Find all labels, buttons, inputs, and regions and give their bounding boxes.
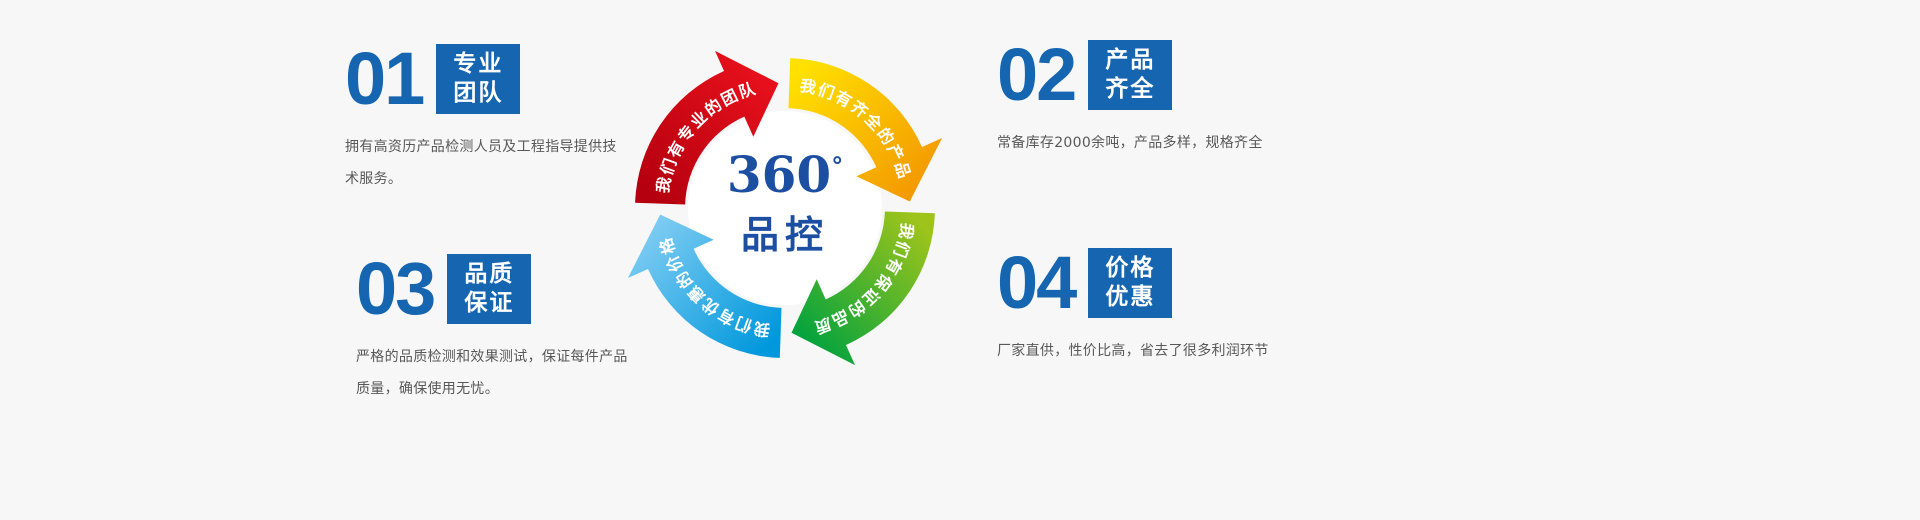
feature-block-03: 03 品质 保证 严格的品质检测和效果测试，保证每件产品质量，确保使用无忧。 xyxy=(356,252,638,405)
feature-description: 拥有高资历产品检测人员及工程指导提供技术服务。 xyxy=(345,139,617,187)
wheel-arrow-blue xyxy=(627,214,782,358)
feature-title-badge: 专业 团队 xyxy=(436,44,521,114)
feature-title-badge: 价格 优惠 xyxy=(1088,248,1173,318)
feature-header: 03 品质 保证 xyxy=(356,252,638,326)
degree-symbol: ° xyxy=(831,151,844,181)
feature-header: 04 价格 优惠 xyxy=(997,246,1269,320)
feature-title-badge: 品质 保证 xyxy=(447,254,532,324)
feature-block-02: 02 产品 齐全 常备库存2000余吨，产品多样，规格齐全 xyxy=(997,38,1263,160)
feature-title-line: 保证 xyxy=(464,290,515,316)
wheel-arrow-yellow xyxy=(788,58,943,202)
feature-header: 01 专业 团队 xyxy=(345,42,623,116)
feature-number: 03 xyxy=(356,247,436,330)
feature-description: 常备库存2000余吨，产品多样，规格齐全 xyxy=(997,135,1263,151)
feature-title-line: 价格 xyxy=(1105,255,1156,282)
feature-block-04: 04 价格 优惠 厂家直供，性价比高，省去了很多利润环节 xyxy=(997,246,1269,368)
wheel-arrow-green xyxy=(791,211,935,366)
wheel-center: 360° 品控 xyxy=(685,150,885,259)
feature-title-badge: 产品 齐全 xyxy=(1088,40,1173,110)
feature-number: 01 xyxy=(345,37,425,120)
feature-description: 严格的品质检测和效果测试，保证每件产品质量，确保使用无忧。 xyxy=(356,349,628,397)
feature-number: 04 xyxy=(997,241,1077,324)
feature-block-01: 01 专业 团队 拥有高资历产品检测人员及工程指导提供技术服务。 xyxy=(345,42,623,195)
feature-description: 厂家直供，性价比高，省去了很多利润环节 xyxy=(997,343,1269,359)
feature-title-line: 齐全 xyxy=(1105,76,1156,102)
wheel-inner-circle xyxy=(688,111,882,305)
center-number: 360 xyxy=(726,145,832,204)
circular-arrows-wheel: 我们有专业的团队我们有齐全的产品我们有保证的品质我们有优惠的价格 xyxy=(627,50,943,366)
feature-title-line: 专业 xyxy=(453,51,504,78)
feature-number: 02 xyxy=(997,33,1077,116)
center-360: 360° xyxy=(685,150,885,200)
center-label: 品控 xyxy=(740,213,829,257)
wheel-arrow-red xyxy=(635,50,779,205)
feature-title-line: 团队 xyxy=(453,80,504,106)
feature-header: 02 产品 齐全 xyxy=(997,38,1263,112)
feature-title-line: 品质 xyxy=(464,261,515,288)
feature-title-line: 优惠 xyxy=(1105,284,1156,310)
feature-title-line: 产品 xyxy=(1105,47,1156,74)
